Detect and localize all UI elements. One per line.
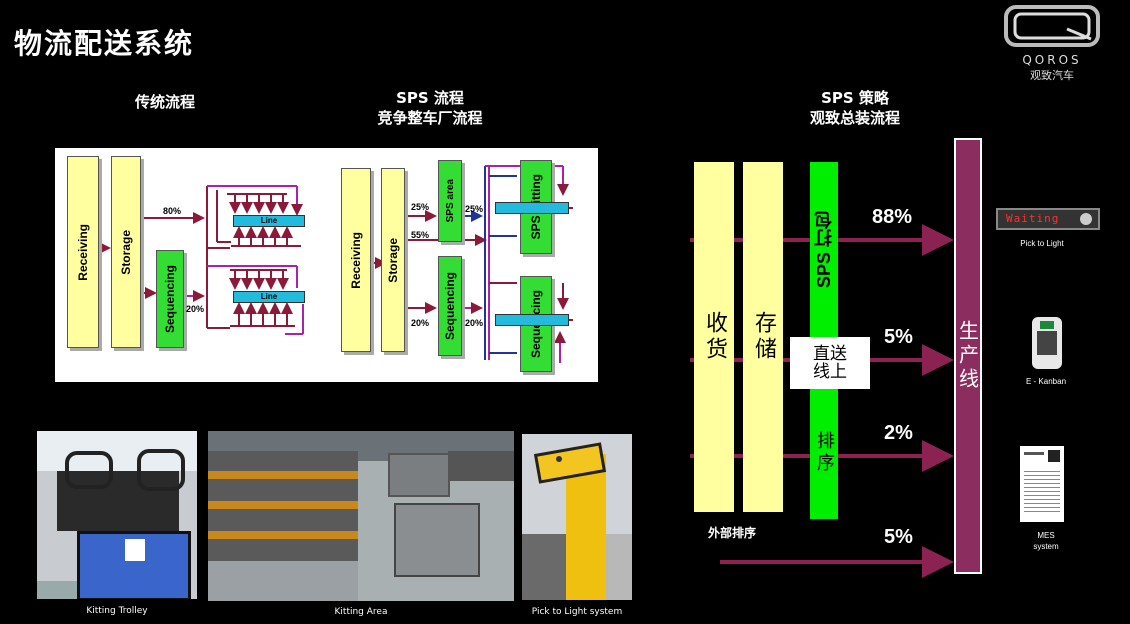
sps-pack-label: SPS 打包: [814, 210, 834, 289]
traditional-sequencing-box: Sequencing: [156, 250, 184, 348]
direct-line1: 直送: [813, 344, 847, 364]
brand-cn-name: 观致汽车: [1030, 69, 1074, 82]
traditional-sequencing-label: Sequencing: [163, 264, 177, 333]
sps-sequencing-box: Sequencing: [438, 256, 462, 356]
traditional-storage-label: Storage: [119, 229, 133, 275]
mes-document-icon: [1020, 446, 1064, 522]
header-sps-line2: 竞争整车厂流程: [377, 109, 483, 127]
page-title: 物流配送系统: [14, 27, 195, 60]
traditional-receiving-box: Receiving: [67, 156, 99, 348]
receive-label: 收货: [702, 311, 727, 363]
sps-pack-box: SPS 打包: [810, 162, 838, 337]
direct-to-line-box: 直送 线上: [790, 337, 870, 389]
mes-label-line1: MES: [1037, 531, 1055, 540]
traditional-receiving-label: Receiving: [76, 223, 90, 281]
pick-to-light-label: Pick to Light: [1020, 239, 1064, 248]
kitting-trolley-photo: [37, 431, 197, 599]
receive-box: 收货: [694, 162, 734, 512]
ekanban-device-icon: [1032, 317, 1062, 369]
pick-display-text: Waiting: [1006, 212, 1060, 225]
brand-name: QOROS: [1022, 53, 1082, 67]
header-traditional: 传统流程: [134, 93, 195, 111]
flow-pct-2: 2%: [884, 422, 913, 444]
production-line-label: 生产线: [955, 320, 980, 392]
sort-label: 排序: [814, 431, 835, 475]
sps-sequencing-label: Sequencing: [443, 271, 457, 340]
sps-pct-c: 20%: [411, 318, 430, 328]
pick-to-light-photo: [522, 434, 632, 600]
header-strategy-line2: 观致总装流程: [809, 109, 900, 127]
sps-pct-a: 25%: [411, 202, 430, 212]
traditional-line-bottom: Line: [233, 291, 305, 303]
kitting-trolley-caption: Kitting Trolley: [86, 606, 148, 616]
traditional-pct-bottom: 20%: [186, 304, 205, 314]
production-line-bar: 生产线: [954, 138, 982, 574]
mes-label-line2: system: [1033, 542, 1059, 551]
store-label: 存储: [751, 311, 776, 363]
traditional-line-top: Line: [233, 215, 305, 227]
sps-receiving-label: Receiving: [349, 231, 363, 289]
mes-label: MES system: [1014, 530, 1078, 552]
header-sps: SPS 流程 竞争整车厂流程: [350, 88, 510, 128]
traditional-pct-top: 80%: [163, 206, 182, 216]
sps-area-label: SPS area: [444, 179, 456, 223]
sort-box: 排序: [810, 387, 838, 519]
direct-line2: 线上: [813, 362, 847, 382]
sps-receiving-box: Receiving: [341, 168, 371, 352]
process-diagram-panel: Receiving Storage Sequencing 80% 20% Lin…: [55, 148, 598, 382]
flow-pct-88: 88%: [872, 206, 913, 228]
store-box: 存储: [743, 162, 783, 512]
pick-to-light-device: Waiting: [996, 208, 1100, 230]
sps-line-top: [495, 202, 569, 214]
header-sps-line1: SPS 流程: [396, 89, 464, 107]
sps-pct-d: 25%: [465, 204, 484, 214]
confirm-button-icon: [1080, 213, 1092, 225]
kitting-area-caption: Kitting Area: [334, 607, 388, 617]
header-strategy: SPS 策略 观致总装流程: [780, 88, 930, 128]
pick-to-light-caption: Pick to Light system: [531, 607, 623, 617]
sps-line-bottom: [495, 314, 569, 326]
external-sort-label: 外部排序: [708, 526, 757, 540]
sps-area-box: SPS area: [438, 160, 462, 242]
header-strategy-line1: SPS 策略: [821, 89, 889, 107]
brand-logo: QOROS 观致汽车: [1003, 5, 1101, 83]
traditional-storage-box: Storage: [111, 156, 141, 348]
ekanban-label: E - Kanban: [1025, 377, 1067, 386]
sps-storage-box: Storage: [381, 168, 405, 352]
sps-storage-label: Storage: [386, 237, 400, 283]
kitting-area-photo: [208, 431, 514, 601]
flow-pct-5b: 5%: [884, 526, 913, 548]
sps-pct-e: 20%: [465, 318, 484, 328]
sps-pct-b: 55%: [411, 230, 430, 240]
flow-pct-5a: 5%: [884, 326, 913, 348]
qoros-logo-icon: [1004, 5, 1100, 47]
flow-arrows-icon: [99, 165, 573, 363]
